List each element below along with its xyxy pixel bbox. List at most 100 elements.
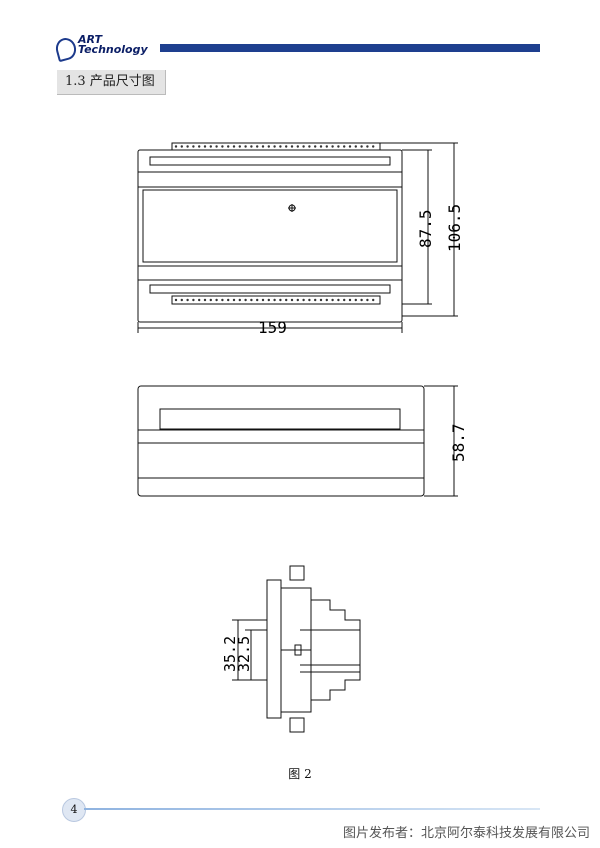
terminal-dot [360,145,363,148]
terminal-dot [215,145,218,148]
terminal-dot [221,298,224,302]
terminal-dot [360,298,363,302]
terminal-dot [192,145,195,148]
terminal-dot [290,145,294,148]
page-number: 4 [62,798,86,822]
bottom-terminal-strip [171,295,381,305]
terminal-dot [337,145,340,148]
terminal-dot [180,145,183,148]
terminal-dot [319,298,323,302]
terminal-dot [180,298,183,302]
header-bar [160,44,540,52]
terminal-dot [343,298,346,302]
terminal-dot [203,298,207,302]
terminal-dot [186,298,189,302]
terminal-dot [227,145,230,148]
terminal-dot [192,298,195,302]
footer-line [84,808,540,810]
side-view-drawing [137,385,458,497]
terminal-dot [354,298,357,302]
top-label-slot [149,156,391,166]
terminal-dot [256,145,259,148]
terminal-dot [372,145,375,148]
terminal-dot [302,145,305,148]
terminal-dot [354,145,357,148]
front-width-label: 159 [258,318,287,337]
terminal-dot [238,145,241,148]
terminal-dot [174,298,178,302]
terminal-dot [261,145,265,148]
figure-caption: 图 2 [288,767,312,781]
front-panel [142,189,398,263]
front-dimensions [137,142,458,333]
terminal-dot [174,145,178,148]
terminal-dot [366,145,369,148]
terminal-dot [227,298,230,302]
terminal-dot [319,145,323,148]
terminal-dot [343,145,346,148]
terminal-dot [209,145,212,148]
terminal-dot [348,298,352,302]
section-title: 1.3 产品尺寸图 [57,70,166,95]
terminal-dot [238,298,241,302]
terminal-dot [279,145,282,148]
terminal-dot [285,298,288,302]
side-slot [159,408,401,430]
terminal-dot [273,298,276,302]
terminal-dot [325,298,328,302]
terminal-dot [221,145,224,148]
terminal-dot [244,145,247,148]
terminal-dot [267,298,270,302]
logo-line-2: Technology [78,43,148,56]
terminal-dot [302,298,305,302]
terminal-dot [244,298,247,302]
front-view-drawing [137,142,403,323]
terminal-dot [314,298,317,302]
terminal-dot [348,145,352,148]
profile-dim2-label: 32.5 [235,636,253,672]
terminal-dot [215,298,218,302]
terminal-dot [256,298,259,302]
terminal-dot [325,145,328,148]
terminal-dot [267,145,270,148]
front-outer-height-label: 106.5 [445,204,464,252]
terminal-dot [308,145,311,148]
terminal-dot [308,298,311,302]
terminal-dot [296,145,299,148]
terminal-dot [250,298,253,302]
terminal-dot [250,145,253,148]
front-body [137,149,403,323]
terminal-dot [314,145,317,148]
terminal-dot [290,298,294,302]
side-height-label: 58.7 [449,423,468,462]
terminal-dot [198,298,201,302]
din-clip-bottom [289,717,305,733]
terminal-dot [337,298,340,302]
terminal-dot [232,298,236,302]
side-body [137,385,425,497]
terminal-dot [331,145,334,148]
profile-view-drawing [232,565,361,733]
terminal-dot [296,298,299,302]
terminal-dot [203,145,207,148]
logo-line-1: ART [78,33,102,46]
terminal-dot [285,145,288,148]
top-terminal-strip [171,142,381,151]
terminal-dot [279,298,282,302]
terminal-dot [366,298,369,302]
logo-text: ART Technology [78,33,148,56]
terminal-dot [198,145,201,148]
profile-dim1-label: 35.2 [221,636,239,672]
terminal-dot [186,145,189,148]
terminal-dot [261,298,265,302]
terminal-dot [232,145,236,148]
bottom-label-slot [149,284,391,294]
footer-note: 图片发布者：北京阿尔泰科技发展有限公司 [342,826,590,841]
din-rail-face [266,579,282,719]
terminal-dot [209,298,212,302]
terminal-dot [372,298,375,302]
din-clip-top [289,565,305,581]
company-logo: ART Technology [53,33,166,63]
terminal-dot [273,145,276,148]
